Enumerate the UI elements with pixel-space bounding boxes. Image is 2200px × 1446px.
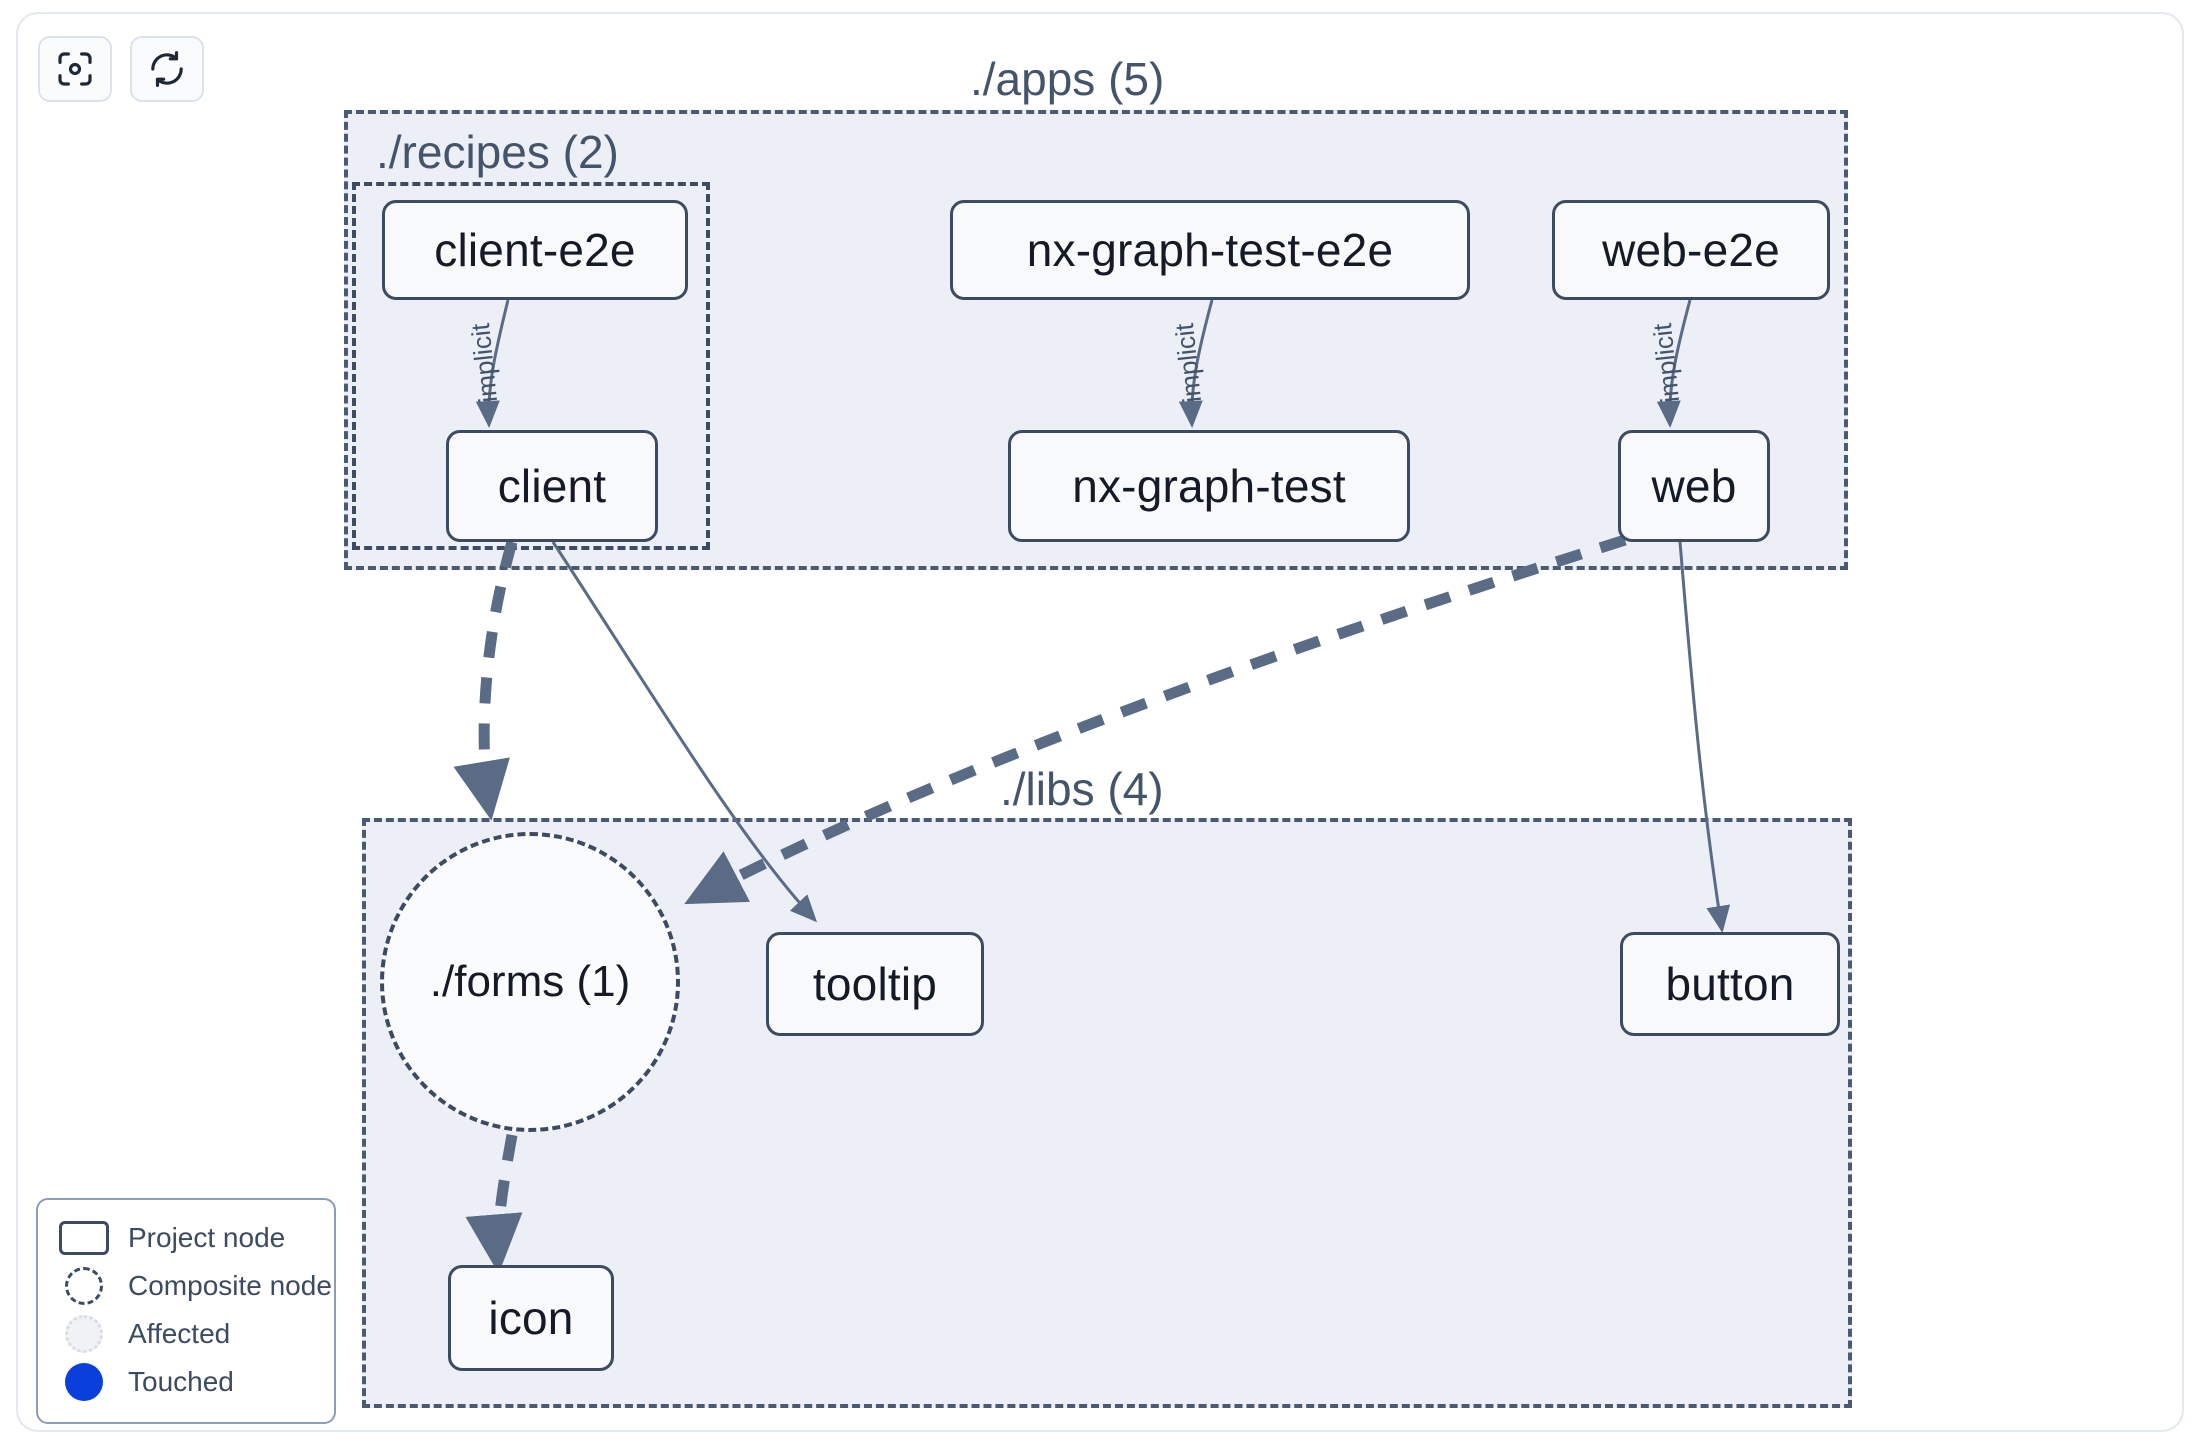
edge-forms-to-icon[interactable] (465, 1134, 523, 1274)
node-web[interactable]: web (1618, 430, 1770, 542)
node-label: web (1651, 460, 1737, 512)
refresh-graph-button[interactable] (130, 36, 204, 102)
legend-label: Composite node (128, 1270, 332, 1301)
edge-web-e2e-to-web[interactable] (1656, 299, 1692, 428)
edge-web-to-button[interactable] (1678, 541, 1731, 933)
node-tooltip[interactable]: tooltip (766, 932, 984, 1036)
focus-graph-button[interactable] (38, 36, 112, 102)
edge-label-implicit-2: implicit (1169, 321, 1207, 404)
node-web-e2e[interactable]: web-e2e (1552, 200, 1830, 300)
edge-nx-graph-test-e2e-to-nx-graph-test[interactable] (1178, 299, 1214, 428)
node-client[interactable]: client (446, 430, 658, 542)
node-nx-graph-test[interactable]: nx-graph-test (1008, 430, 1410, 542)
group-label-libs: ./libs (4) (1000, 763, 1164, 815)
node-label: nx-graph-test (1072, 460, 1346, 512)
node-label: nx-graph-test-e2e (1026, 224, 1394, 276)
focus-target-icon (55, 49, 95, 89)
project-node-swatch (56, 1221, 112, 1255)
node-forms[interactable]: ./forms (1) (380, 832, 680, 1132)
node-label: web-e2e (1602, 224, 1780, 276)
edge-client-to-forms[interactable] (453, 540, 518, 821)
node-client-e2e[interactable]: client-e2e (382, 200, 688, 300)
legend-item-project-node: Project node (56, 1214, 318, 1262)
node-label: tooltip (812, 958, 938, 1010)
legend-label: Affected (128, 1318, 231, 1349)
legend-label: Project node (128, 1222, 286, 1253)
edge-label-implicit-1: implicit (465, 321, 503, 404)
composite-node-swatch (56, 1267, 112, 1305)
legend-label: Touched (128, 1366, 234, 1397)
node-nx-graph-test-e2e[interactable]: nx-graph-test-e2e (950, 200, 1470, 300)
node-icon[interactable]: icon (448, 1265, 614, 1371)
refresh-icon (147, 49, 187, 89)
node-button[interactable]: button (1620, 932, 1840, 1036)
graph-legend: Project node Composite node Affected Tou… (36, 1198, 336, 1424)
edge-label-implicit-3: implicit (1647, 321, 1685, 404)
graph-toolbar (38, 36, 204, 102)
node-label: ./forms (1) (429, 957, 631, 1006)
legend-item-touched: Touched (56, 1358, 318, 1406)
legend-item-affected: Affected (56, 1310, 318, 1358)
node-label: button (1665, 958, 1795, 1010)
node-label: client-e2e (434, 224, 636, 276)
affected-swatch (56, 1315, 112, 1353)
edge-web-to-forms[interactable] (684, 534, 1627, 905)
touched-swatch (56, 1363, 112, 1401)
group-label-apps: ./apps (5) (970, 53, 1165, 105)
group-label-recipes: ./recipes (2) (376, 126, 619, 178)
edge-client-e2e-to-client[interactable] (475, 299, 510, 428)
node-label: client (497, 460, 607, 512)
node-label: icon (488, 1292, 574, 1344)
edge-client-to-tooltip[interactable] (551, 541, 818, 923)
legend-item-composite-node: Composite node (56, 1262, 332, 1310)
